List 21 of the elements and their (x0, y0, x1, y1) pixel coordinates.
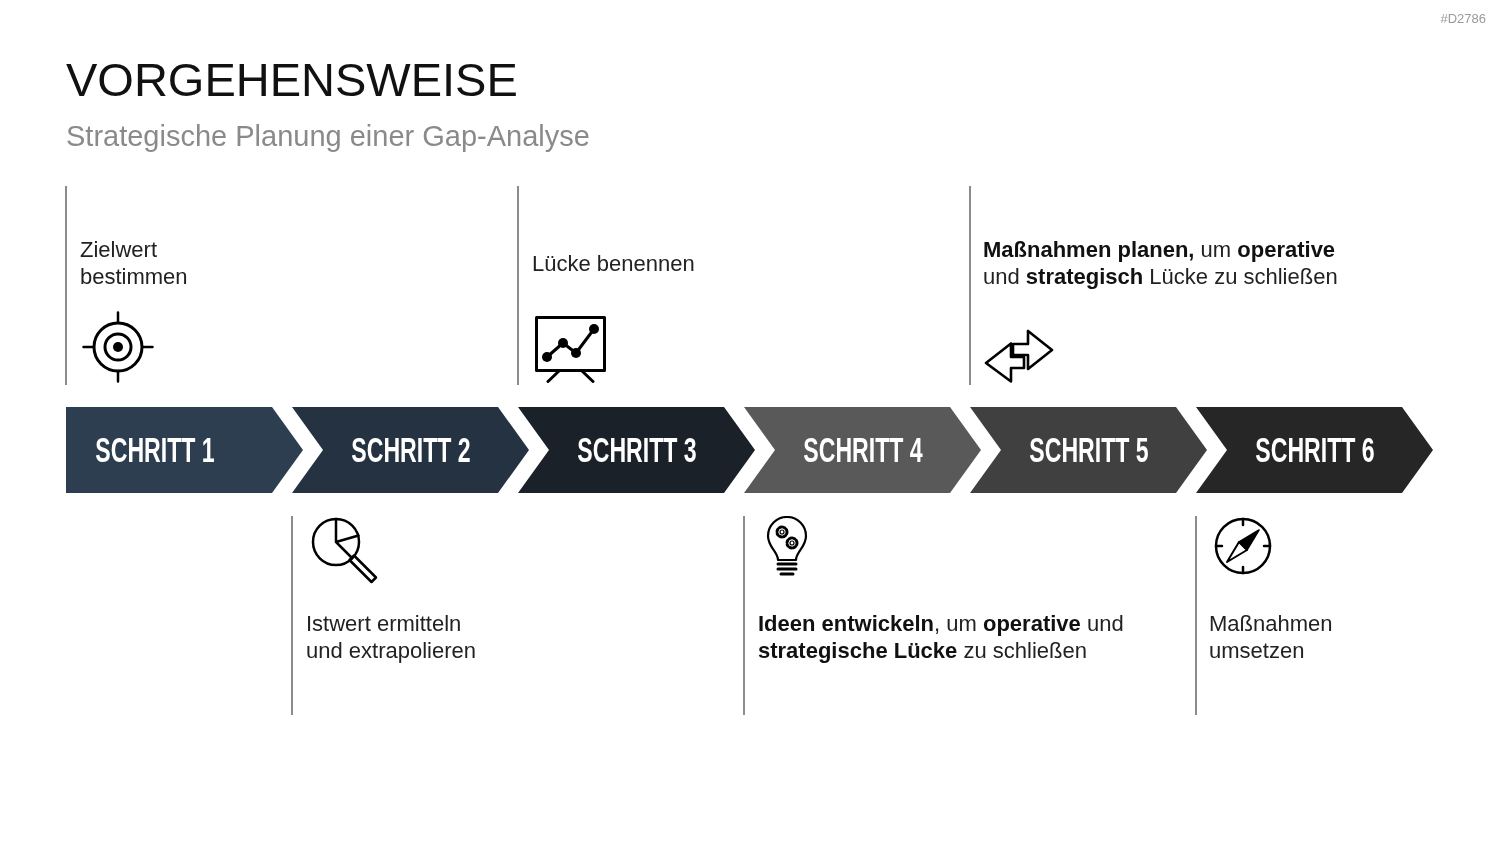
document-code: #D2786 (1440, 11, 1486, 27)
process-step (1196, 407, 1433, 493)
step-description: Maßnahmen planen, um operative und strategisch Lücke zu schließen (983, 236, 1339, 290)
process-step (970, 407, 1207, 493)
step-description: Maßnahmen umsetzen (1209, 610, 1334, 664)
step-description: Zielwert bestimmen (80, 236, 189, 290)
step-label: SCHRITT 2 (350, 431, 471, 469)
step-description: Lücke benennen (532, 249, 695, 277)
slide-subtitle: Strategische Planung einer Gap-Analyse (66, 119, 590, 154)
step-label: SCHRITT 5 (1028, 431, 1149, 469)
step-label: SCHRITT 3 (576, 431, 697, 469)
slide-title: VORGEHENSWEISE (66, 52, 518, 108)
process-step (66, 407, 303, 493)
process-step (744, 407, 981, 493)
step-label: SCHRITT 1 (95, 431, 215, 469)
process-step (292, 407, 529, 493)
step-label: SCHRITT 6 (1254, 431, 1375, 469)
step-label: SCHRITT 4 (802, 431, 923, 469)
step-description: Ideen entwickeln, um operative und strategische Lücke zu schließen (758, 610, 1125, 664)
process-step (518, 407, 755, 493)
step-description: Istwert ermitteln und extrapolieren (306, 610, 477, 664)
